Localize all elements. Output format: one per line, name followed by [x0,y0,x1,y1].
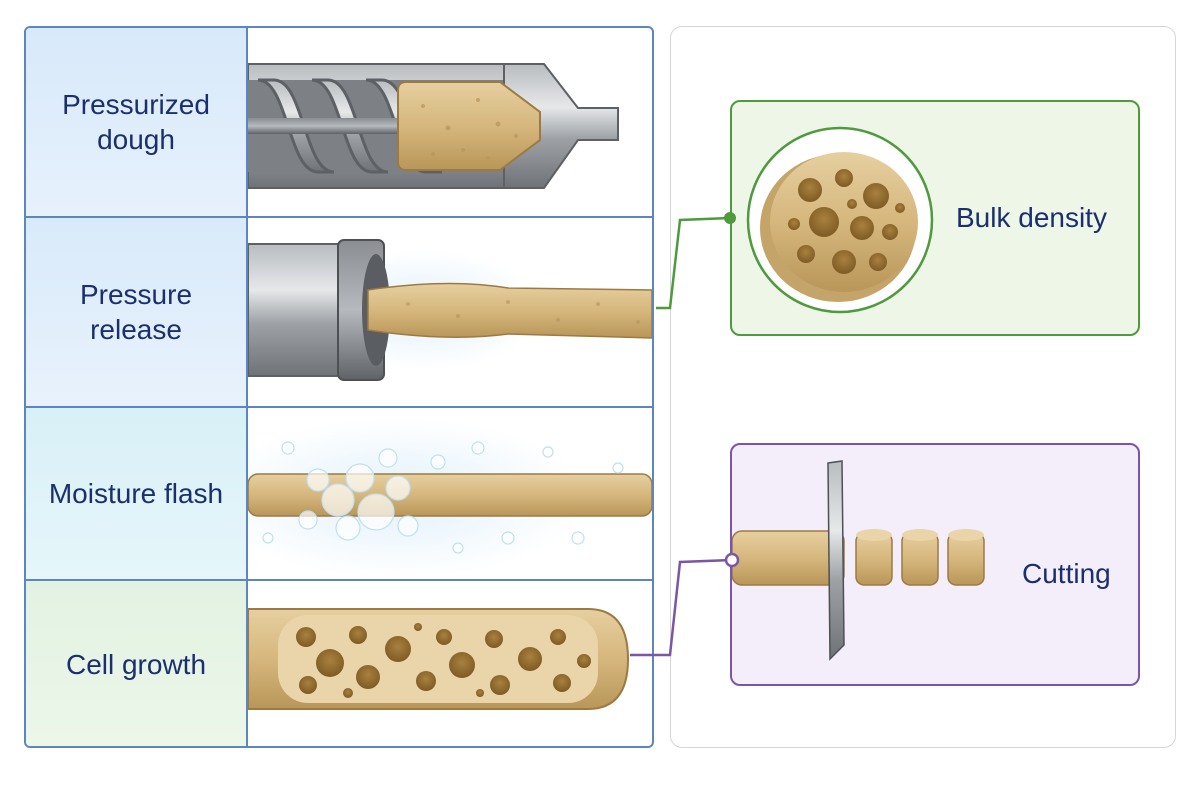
bulk-density-label: Bulk density [956,202,1107,233]
cutting-illustration [732,460,985,661]
stage-row-pressure-release: Pressure release [26,218,652,408]
blade-icon [827,460,845,661]
bulk-density-card: Bulk density [730,100,1140,336]
stage-row-pressurized-dough: Pressurized dough [26,28,652,218]
stage-label: Pressurized dough [26,28,248,216]
stage-label: Cell growth [26,581,248,746]
stage-row-cell-growth: Cell growth [26,581,652,746]
stages-panel: Pressurized dough [24,26,654,748]
porous-extrudate-illustration [248,581,652,746]
cutting-card: Cutting [730,443,1140,686]
cutting-label: Cutting [1022,558,1111,589]
steam-flash-illustration [248,408,652,579]
stage-row-moisture-flash: Moisture flash [26,408,652,581]
stage-label: Moisture flash [26,408,248,579]
stage-label: Pressure release [26,218,248,406]
cross-section-icon [746,126,934,314]
extruder-barrel-illustration [248,28,652,216]
die-exit-illustration [248,218,652,406]
